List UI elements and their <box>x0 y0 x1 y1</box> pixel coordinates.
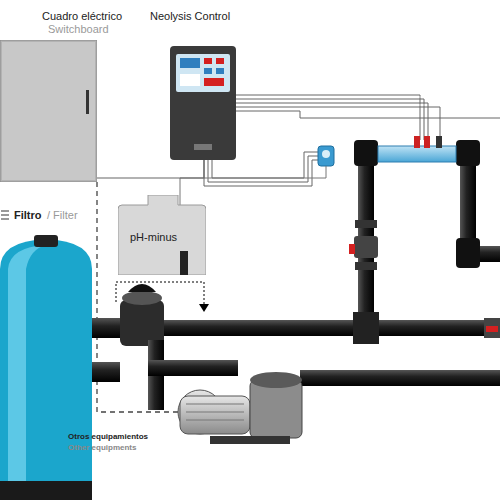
power-wire <box>97 160 204 178</box>
equipment-label: Otros equipamientos <box>68 433 148 442</box>
equipment-node: Neolysis Control <box>170 46 236 160</box>
node-label: Cuadro eléctrico <box>42 10 122 22</box>
control-wires <box>204 95 500 186</box>
equipment-node: Filtro/ Filter <box>0 235 92 500</box>
node-shape <box>170 46 236 160</box>
node-label: pH-minus <box>130 231 177 243</box>
node-shape <box>0 40 97 182</box>
valves <box>349 236 500 338</box>
node-label: Neolysis Control <box>150 10 230 22</box>
equipment-label: Other equipments <box>68 444 136 453</box>
node-label: Switchboard <box>48 23 109 35</box>
control-wires-outline <box>236 97 426 105</box>
equipment-node: Cuadro eléctricoSwitchboard <box>0 40 97 182</box>
electrolysis-cell <box>378 136 456 162</box>
node-label: Filtro <box>14 209 42 221</box>
pump <box>178 372 302 444</box>
node-shape <box>0 235 92 500</box>
multiport-valve <box>80 282 238 410</box>
node-label: / Filter <box>47 209 78 221</box>
filter-icon <box>1 211 9 219</box>
equipment-node: pH-minus <box>118 195 206 275</box>
